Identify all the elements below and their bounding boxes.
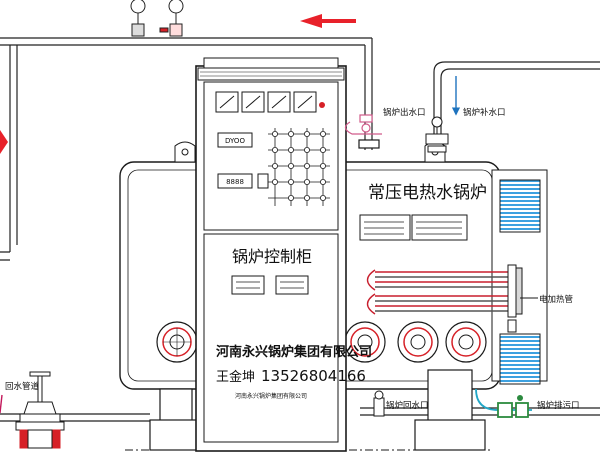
inspection-port-2 (397, 321, 439, 363)
boiler-title: 常压电热水锅炉 (368, 183, 487, 203)
company-name: 河南永兴锅炉集团有限公司 (216, 344, 372, 360)
indicator-light-icon (319, 102, 325, 108)
lifting-lug-left (174, 141, 196, 163)
outlet-label: 锅炉出水口 (383, 107, 426, 118)
digital-display (217, 132, 253, 148)
flow-arrow-icon (0, 130, 8, 154)
contact-phone: 13526804166 (261, 367, 366, 385)
left-pipe-vertical (9, 45, 18, 252)
analog-meters (215, 91, 317, 113)
vent-grille-bottom (499, 333, 541, 385)
outlet-riser (364, 38, 373, 150)
drain-outlet-label: 锅炉排污口 (537, 400, 580, 411)
digital-display-text: DYOO (225, 137, 245, 145)
top-pipe (0, 37, 372, 46)
return-pipe-arrow-icon (0, 394, 3, 414)
digital-display-2-text: 8888 (226, 178, 244, 186)
control-cabinet: DYOO 8888 (195, 57, 347, 452)
heater-flanges (507, 264, 523, 333)
vent-grille-top (499, 179, 541, 233)
cabinet-footer-text: 河南永兴锅炉集团有限公司 (235, 392, 307, 400)
flow-arrow-icon (300, 14, 322, 28)
makeup-valve-icon (425, 116, 449, 153)
digital-display-2 (217, 173, 253, 189)
return-pipe-valve-icon (15, 371, 65, 449)
return-pipe-right (360, 407, 600, 416)
inspection-port-1 (344, 321, 386, 363)
outlet-valve-icon (344, 114, 382, 149)
cabinet-label-plates (231, 275, 309, 295)
pressure-gauge-left (130, 0, 146, 37)
contact-name: 王金坤 (216, 369, 255, 385)
pressure-gauge-right (159, 0, 184, 37)
inspection-port-3 (445, 321, 487, 363)
return-outlet-valve-icon (373, 390, 385, 417)
flow-arrows (0, 14, 356, 154)
inspection-ports (156, 321, 487, 363)
heating-tube-label: 电加热管 (539, 294, 573, 305)
control-buttons[interactable] (271, 130, 326, 201)
cabinet-title: 锅炉控制柜 (232, 247, 312, 266)
switch-panel[interactable] (257, 173, 269, 189)
makeup-label: 锅炉补水口 (463, 107, 506, 118)
boiler-nameplates (359, 214, 468, 241)
inspection-port-left (156, 321, 198, 363)
makeup-pipe (433, 61, 600, 150)
drain-valve-icon (475, 388, 532, 418)
return-outlet-label: 锅炉回水口 (386, 400, 429, 411)
left-pipe-elbow (0, 251, 10, 261)
return-pipe-label: 回水管道 (5, 381, 40, 392)
heating-tubes (366, 269, 510, 315)
cabinet-top-grille (200, 71, 342, 77)
